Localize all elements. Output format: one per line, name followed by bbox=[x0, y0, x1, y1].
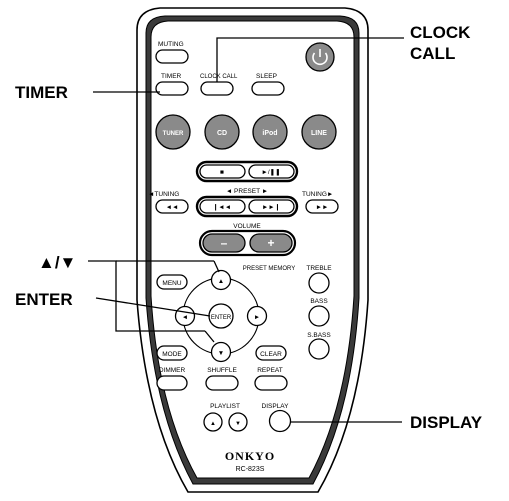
playlist-down-button[interactable] bbox=[228, 412, 248, 432]
updown-leader-down bbox=[204, 330, 215, 343]
display-callout: DISPLAY bbox=[410, 413, 483, 432]
display-button[interactable] bbox=[268, 409, 292, 433]
power-button[interactable] bbox=[305, 42, 335, 72]
display-label: DISPLAY bbox=[262, 403, 290, 410]
dimmer-label: DIMMER bbox=[159, 367, 186, 374]
model-number: RC-823S bbox=[236, 466, 265, 473]
enter-callout: ENTER bbox=[15, 290, 73, 309]
playlist-down-icon: ▼ bbox=[235, 421, 241, 427]
treble-button[interactable] bbox=[308, 272, 330, 294]
stop-icon: ■ bbox=[220, 169, 224, 176]
line-button[interactable] bbox=[301, 114, 337, 150]
volume-label: VOLUME bbox=[233, 223, 261, 230]
timer-callout: TIMER bbox=[15, 83, 68, 102]
menu-button[interactable] bbox=[156, 274, 188, 290]
previous-icon: ❙◄◄ bbox=[213, 203, 231, 211]
tuner-button[interactable] bbox=[155, 114, 191, 150]
next-icon: ►►❙ bbox=[262, 203, 280, 211]
preset-up-button[interactable] bbox=[248, 199, 295, 214]
right-arrow-icon: ► bbox=[254, 314, 260, 321]
clock-call-callout-line1: CLOCK bbox=[410, 23, 471, 42]
power-icon bbox=[312, 52, 328, 66]
left-arrow-icon: ◄ bbox=[182, 314, 188, 321]
enter-leader bbox=[95, 297, 211, 317]
brand-logo: ONKYO bbox=[225, 449, 275, 463]
sleep-button[interactable] bbox=[251, 81, 285, 96]
mode-button[interactable] bbox=[156, 345, 188, 361]
preset-memory-label: PRESET MEMORY bbox=[243, 266, 295, 272]
ipod-label: iPod bbox=[262, 130, 277, 137]
cd-label: CD bbox=[217, 130, 227, 137]
ipod-button[interactable] bbox=[252, 114, 288, 150]
timer-label: TIMER bbox=[161, 73, 182, 80]
sbass-label: S.BASS bbox=[307, 332, 331, 339]
playlist-up-icon: ▲ bbox=[210, 421, 216, 427]
treble-label: TREBLE bbox=[306, 265, 332, 272]
preset-down-button[interactable] bbox=[199, 199, 246, 214]
up-button[interactable] bbox=[210, 269, 232, 291]
enter-label: ENTER bbox=[211, 315, 232, 321]
mode-label: MODE bbox=[162, 351, 182, 358]
up-arrow-icon: ▲ bbox=[218, 278, 224, 285]
tuning-right-label: TUNING► bbox=[302, 191, 333, 198]
clear-button[interactable] bbox=[255, 345, 287, 361]
rewind-icon: ◄◄ bbox=[166, 204, 179, 211]
stop-button[interactable] bbox=[199, 164, 246, 179]
clock-call-callout-line2: CALL bbox=[410, 44, 455, 63]
down-arrow-icon: ▼ bbox=[218, 350, 224, 357]
clear-label: CLEAR bbox=[260, 351, 282, 358]
minus-icon: – bbox=[221, 236, 228, 250]
shuffle-button[interactable] bbox=[205, 375, 239, 391]
volume-down-button[interactable] bbox=[202, 233, 246, 253]
bass-button[interactable] bbox=[308, 305, 330, 327]
volume-up-button[interactable] bbox=[249, 233, 293, 253]
muting-button[interactable] bbox=[155, 49, 189, 64]
plus-icon: + bbox=[267, 236, 274, 250]
timer-button[interactable] bbox=[155, 81, 189, 96]
sbass-button[interactable] bbox=[308, 338, 330, 360]
preset-label: ◄ PRESET ► bbox=[226, 188, 268, 195]
repeat-label: REPEAT bbox=[257, 367, 283, 374]
sleep-label: SLEEP bbox=[256, 73, 277, 80]
menu-label: MENU bbox=[162, 280, 181, 287]
bass-label: BASS bbox=[310, 298, 328, 305]
shuffle-label: SHUFFLE bbox=[207, 367, 237, 374]
line-label: LINE bbox=[311, 130, 327, 137]
tuning-up-button[interactable] bbox=[305, 199, 339, 214]
clock-call-label: CLOCK CALL bbox=[200, 74, 238, 80]
updown-leader-outer bbox=[88, 260, 205, 332]
tuner-label: TUNER bbox=[163, 131, 184, 137]
cd-button[interactable] bbox=[204, 114, 240, 150]
down-button[interactable] bbox=[210, 341, 232, 363]
repeat-button[interactable] bbox=[254, 375, 288, 391]
play-pause-button[interactable] bbox=[248, 164, 295, 179]
clock-call-button[interactable] bbox=[200, 81, 234, 96]
clock-call-leader bbox=[216, 37, 404, 82]
updown-leader-up bbox=[213, 260, 220, 273]
right-button[interactable] bbox=[246, 305, 268, 327]
dimmer-button[interactable] bbox=[156, 375, 188, 391]
muting-label: MUTING bbox=[158, 41, 184, 48]
tuning-down-button[interactable] bbox=[155, 199, 189, 214]
tuning-left-label: ◄TUNING bbox=[148, 191, 179, 198]
playlist-up-button[interactable] bbox=[203, 412, 223, 432]
fast-forward-icon: ►► bbox=[316, 204, 329, 211]
play-pause-icon: ►/❚❚ bbox=[261, 168, 280, 176]
up-down-callout: ▲/▼ bbox=[38, 253, 76, 272]
playlist-label: PLAYLIST bbox=[210, 403, 240, 410]
